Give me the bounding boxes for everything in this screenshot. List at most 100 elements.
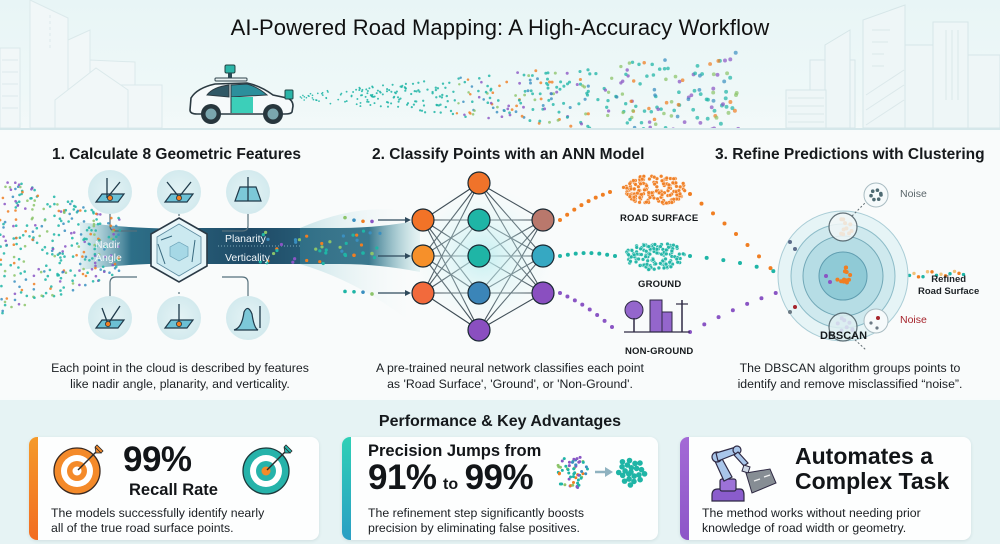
point-cloud-dot: [578, 69, 582, 74]
point-cloud-dot: [603, 88, 608, 92]
point-cloud-dot: [2, 235, 5, 238]
point-cloud-dot: [372, 256, 377, 260]
input-dot: [352, 218, 356, 222]
point-cloud-dot: [13, 280, 16, 283]
non-ground-flow-dot: [572, 298, 577, 303]
clean-point: [633, 465, 640, 472]
point-cloud-dot: [58, 251, 62, 255]
point-cloud-dot: [18, 285, 21, 289]
noise-point: [872, 197, 876, 202]
point-cloud-dot: [610, 76, 614, 80]
non-ground-flow-dot: [716, 315, 721, 320]
point-cloud-dot: [52, 233, 56, 236]
refined-road-surface-label: Refined Road Surface: [918, 274, 979, 298]
point-cloud-dot: [22, 260, 26, 263]
point-cloud-dot: [657, 67, 662, 71]
point-cloud-dot: [397, 105, 400, 108]
point-cloud-dot: [69, 202, 72, 206]
hexagon-crystal-icon: [150, 217, 208, 283]
point-on-plane-icon: [157, 296, 201, 340]
step-1-description-line: like nadir angle, planarity, and vertica…: [70, 377, 290, 391]
step-3-description: The DBSCAN algorithm groups points to id…: [710, 360, 990, 392]
point-cloud-dot: [337, 98, 340, 101]
point-cloud-dot: [398, 98, 401, 101]
noisy-point: [562, 457, 566, 461]
point-cloud-dot: [723, 58, 727, 63]
point-cloud-dot: [24, 230, 28, 233]
orange-target-icon: [53, 444, 104, 495]
input-arrowhead: [405, 217, 411, 223]
clean-point: [619, 464, 625, 470]
point-cloud-dot: [95, 244, 98, 248]
point-cloud-dot: [326, 89, 329, 92]
cluster-point: [788, 240, 792, 244]
point-cloud-dot: [108, 271, 111, 274]
ground-flow-dot: [613, 253, 617, 258]
point-cloud-dot: [111, 263, 114, 267]
point-cloud-dot: [537, 121, 541, 125]
point-cloud-dot: [32, 236, 35, 239]
ground-flow-dot: [738, 261, 742, 265]
point-cloud-dot: [94, 274, 98, 278]
point-cloud-dot: [650, 62, 654, 67]
point-cloud-dot: [0, 245, 2, 248]
point-cloud-dot: [526, 89, 530, 93]
point-cloud-dot: [366, 100, 369, 103]
point-cloud-dot: [471, 113, 475, 116]
point-cloud-dot: [669, 99, 674, 104]
point-cloud-dot: [40, 294, 43, 297]
precision-to-connector: to: [443, 476, 459, 493]
point-cloud-dot: [82, 267, 85, 271]
clean-point: [627, 482, 634, 488]
point-cloud-dot: [522, 73, 526, 77]
step-2-description-line: as 'Road Surface', 'Ground', or 'Non-Gro…: [387, 377, 633, 391]
road-surface-flow-dot: [600, 192, 605, 197]
point-cloud-dot: [13, 274, 16, 277]
point-cloud-dot: [99, 213, 102, 216]
noisy-point: [571, 483, 575, 487]
point-cloud-dot: [1, 309, 4, 313]
point-cloud-dot: [1, 196, 5, 200]
ann-node: [411, 208, 435, 232]
point-cloud-dot: [18, 236, 22, 239]
point-cloud-dot: [35, 241, 39, 245]
point-cloud-dot: [12, 255, 16, 259]
point-cloud-dot: [93, 261, 97, 265]
noisy-point: [578, 460, 582, 464]
point-cloud-dot: [79, 209, 82, 212]
point-cloud-dot: [486, 84, 489, 88]
ground-flow-dot: [721, 258, 726, 263]
point-cloud-dot: [467, 91, 470, 94]
point-cloud-dot: [496, 105, 499, 109]
point-cloud-dot: [97, 253, 101, 256]
point-cloud-dot: [711, 86, 716, 91]
point-cloud-dot: [457, 102, 460, 105]
point-cloud-dot: [453, 99, 457, 102]
point-cloud-dot: [15, 242, 18, 246]
point-cloud-dot: [371, 95, 373, 98]
point-cloud-dot: [360, 94, 362, 97]
point-cloud-dot: [548, 120, 551, 124]
point-cloud-dot: [25, 294, 29, 298]
point-cloud-dot: [645, 74, 649, 78]
point-cloud-dot: [40, 224, 44, 228]
ground-flow-dot: [558, 254, 562, 258]
noisy-point: [579, 476, 583, 480]
point-cloud-dot: [64, 245, 67, 248]
point-cloud-dot: [558, 87, 562, 91]
automation-description: The method works without needing prior k…: [702, 506, 921, 536]
point-cloud-dot: [723, 96, 728, 101]
input-dot: [352, 289, 356, 294]
point-cloud-dot: [303, 99, 306, 101]
point-cloud-dot: [355, 238, 359, 242]
point-cloud-dot: [546, 83, 550, 87]
point-cloud-dot: [1, 311, 4, 315]
point-cloud-dot: [87, 226, 91, 229]
noise-point: [876, 197, 881, 202]
point-cloud-dot: [507, 104, 511, 108]
precision-card: Precision Jumps from 91% to 99% The refi…: [342, 437, 658, 540]
point-cloud-dot: [381, 84, 385, 87]
point-cloud-dot: [577, 102, 581, 106]
point-cloud-dot: [104, 245, 108, 249]
ann-node: [467, 208, 491, 232]
